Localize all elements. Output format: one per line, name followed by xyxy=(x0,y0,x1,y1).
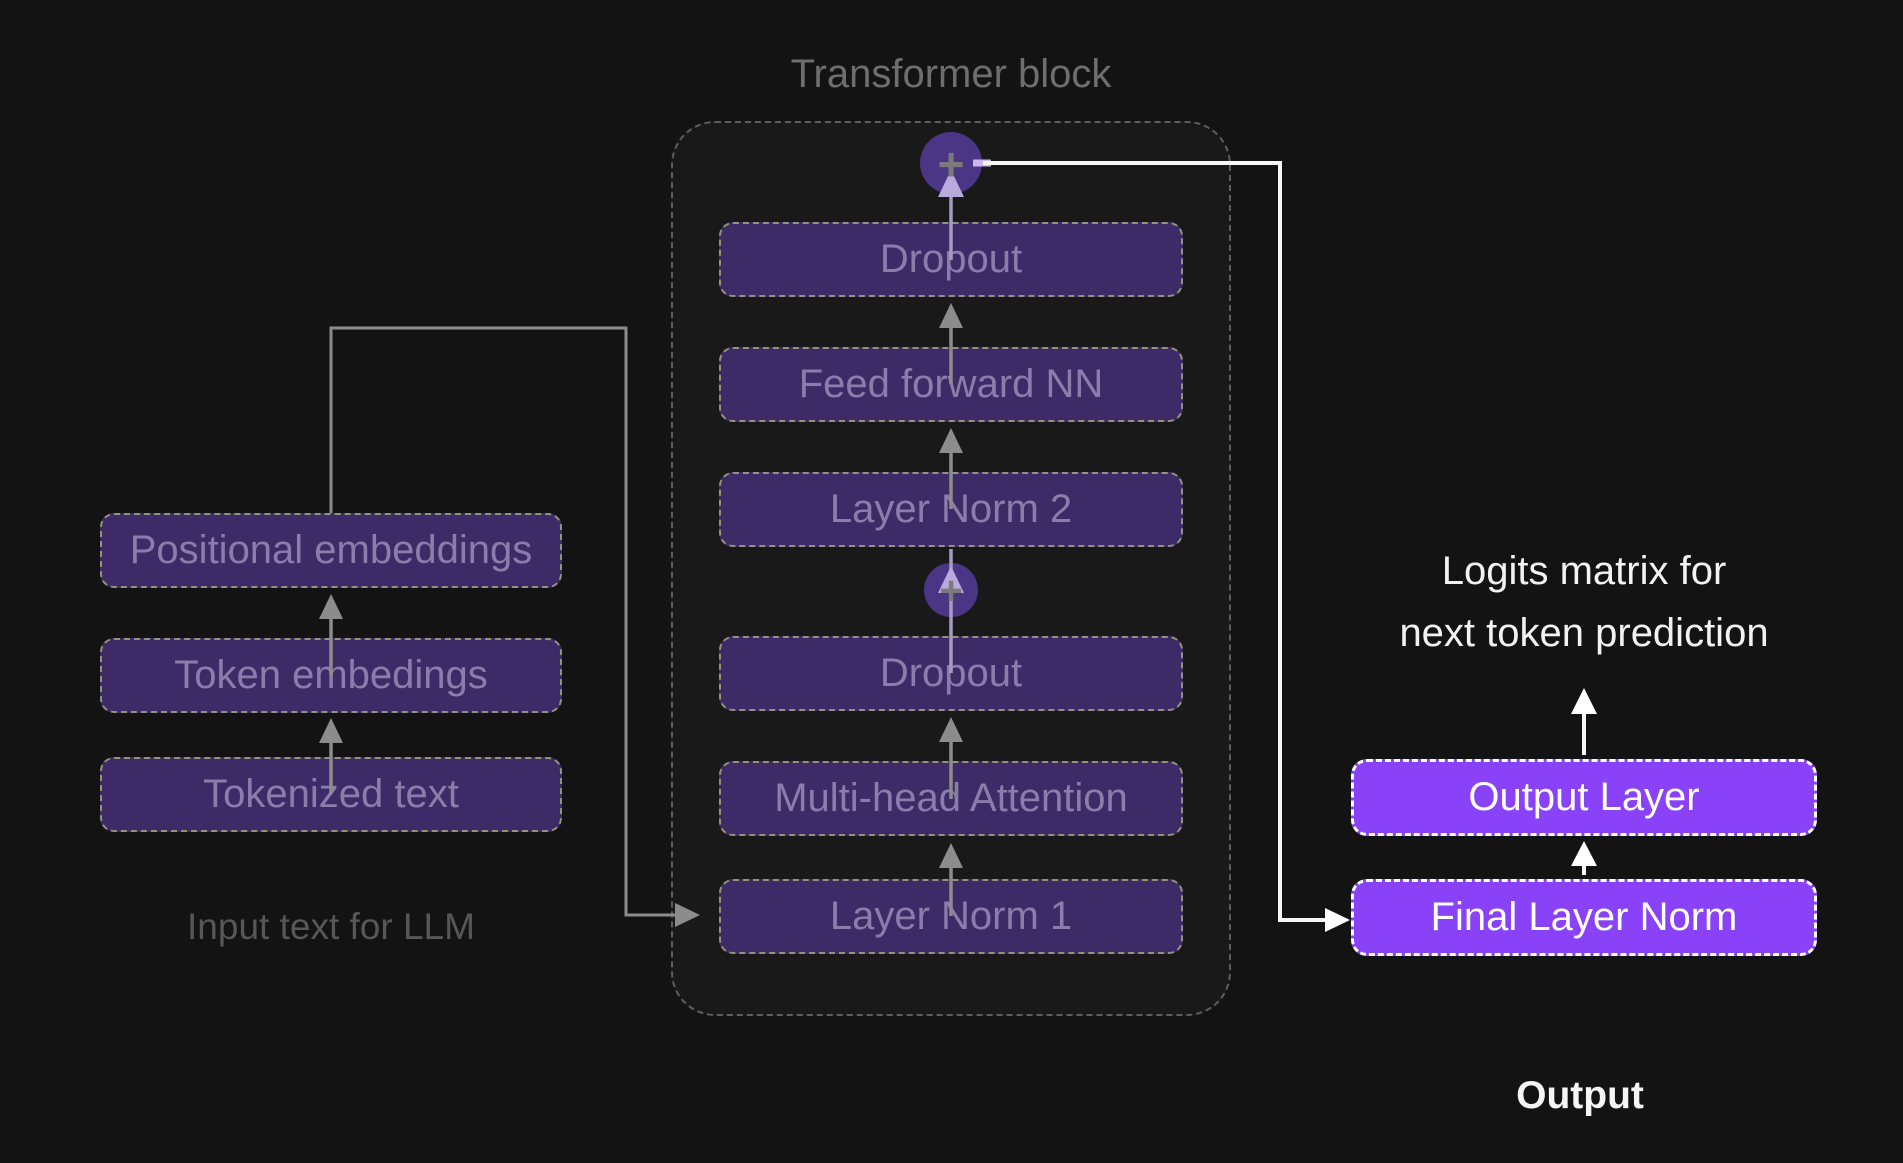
layer-norm-1-box: Layer Norm 1 xyxy=(719,879,1183,954)
dropout-box-top: Dropout xyxy=(719,222,1183,297)
layer-norm-2-box: Layer Norm 2 xyxy=(719,472,1183,547)
multi-head-attention-box: Multi-head Attention xyxy=(719,761,1183,836)
arrow-fln-to-outputlayer-icon xyxy=(1571,841,1597,866)
token-embeddings-box: Token embedings xyxy=(100,638,562,713)
arrow-into-final-layer-norm-icon xyxy=(1325,908,1350,932)
final-layer-norm-box: Final Layer Norm xyxy=(1351,879,1817,956)
output-layer-box: Output Layer xyxy=(1351,759,1817,836)
positional-embeddings-box: Positional embeddings xyxy=(100,513,562,588)
output-caption: Output xyxy=(1516,1074,1644,1117)
tokenized-text-box: Tokenized text xyxy=(100,757,562,832)
dropout-box-bottom: Dropout xyxy=(719,636,1183,711)
arrow-outputlayer-to-logits-icon xyxy=(1571,688,1597,714)
logits-annotation-line1: Logits matrix for xyxy=(1441,549,1727,593)
logits-annotation: Logits matrix for next token prediction xyxy=(1334,540,1834,664)
arrow-tokenemb-to-posemb-icon xyxy=(319,594,343,619)
transformer-block-title: Transformer block xyxy=(790,52,1112,96)
arrow-tokenized-to-tokenemb-icon xyxy=(319,718,343,743)
feed-forward-nn-box: Feed forward NN xyxy=(719,347,1183,422)
input-text-caption: Input text for LLM xyxy=(187,906,475,947)
logits-annotation-line2: next token prediction xyxy=(1399,611,1769,655)
